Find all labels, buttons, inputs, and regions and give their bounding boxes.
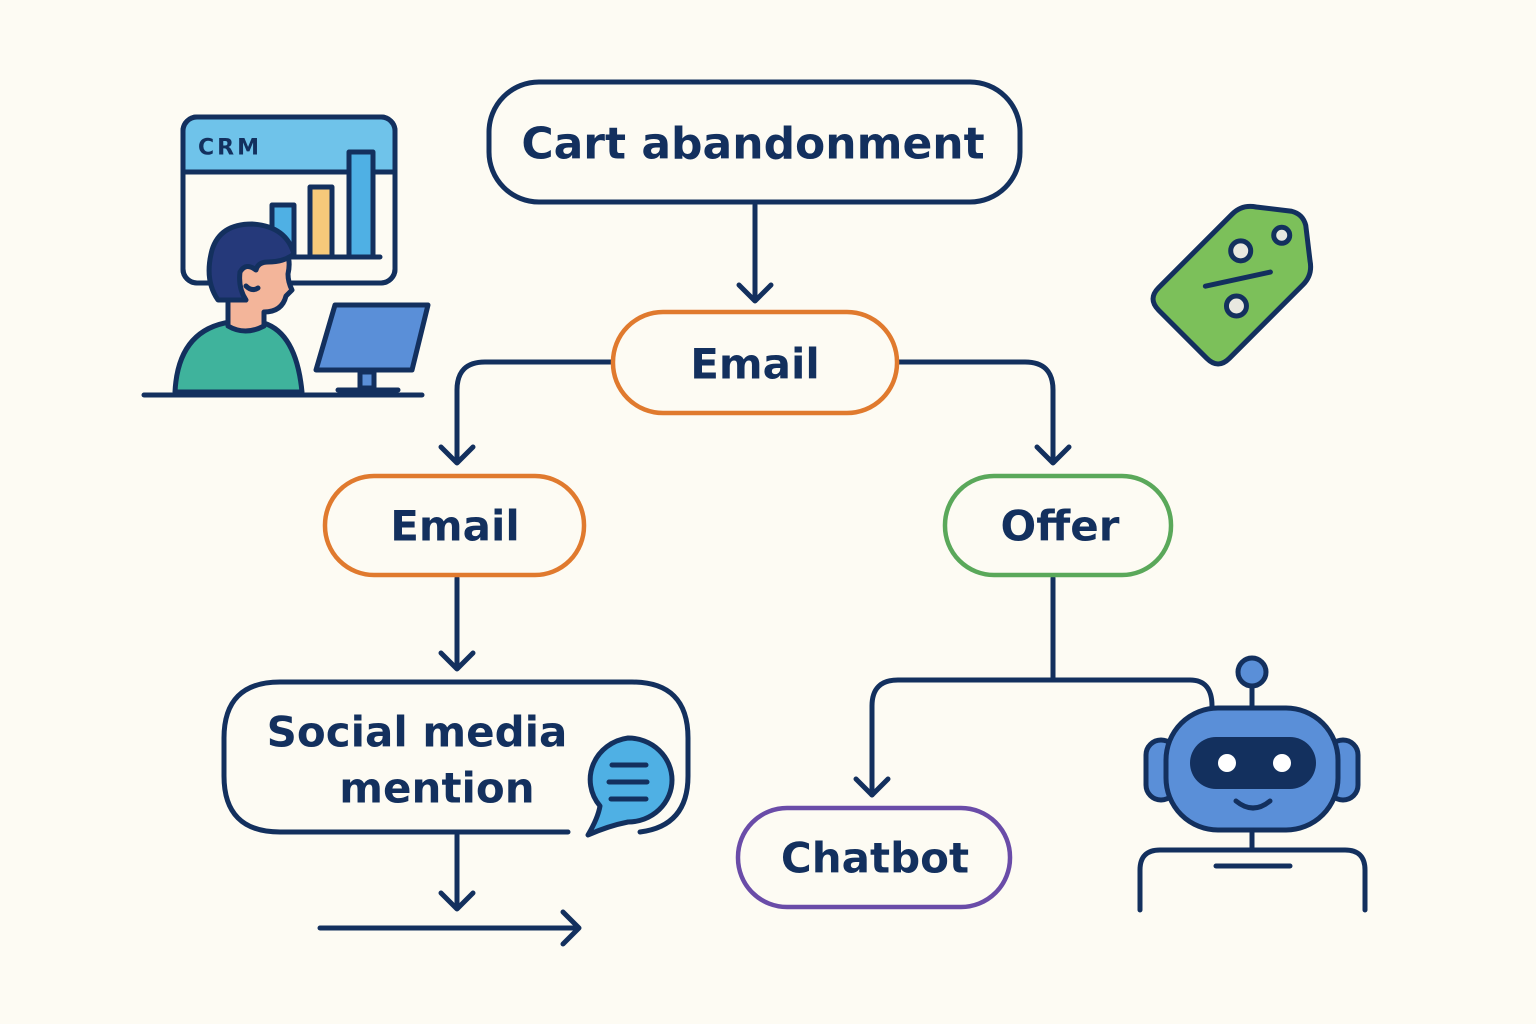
monitor [313,302,431,373]
robot-body [1137,847,1368,913]
edge-offer-to-chatbot [869,677,1056,798]
robot-icon [1137,655,1368,913]
arrowhead-icon [560,909,582,947]
node-email-top[interactable]: Email [610,309,900,416]
node-label: Chatbot [781,834,969,883]
node-label-line1: Social media [267,708,568,757]
robot-visor [1190,737,1316,789]
node-label: Email [390,502,520,551]
arrowhead-icon [1034,444,1072,466]
edge-email-to-offer [895,359,1056,465]
person-hair [206,221,297,303]
arrowhead-icon [853,776,891,798]
crm-illustration: CRM [141,114,431,398]
arrowhead-icon [438,444,476,466]
node-label: Offer [1001,502,1120,551]
node-label: Cart abandonment [521,119,984,170]
edge-offer-to-robot [1050,677,1215,709]
node-label: Email [690,340,820,389]
node-label-line2: mention [339,764,534,813]
node-cart-abandonment[interactable]: Cart abandonment [486,79,1023,205]
node-email-left[interactable]: Email [322,473,587,578]
crm-label: CRM [198,136,262,161]
percent-tag-icon [1150,203,1314,367]
node-chatbot[interactable]: Chatbot [735,805,1013,910]
connectors [317,202,1215,947]
crm-header-bar [185,119,393,172]
arrowhead-icon [438,650,476,672]
arrowhead-icon [438,890,476,912]
edge-email-to-email-left [454,359,615,465]
robot-antenna [1235,655,1269,689]
chat-bubble-icon [585,735,675,838]
arrowhead-icon [736,282,774,304]
node-social-media-mention[interactable]: Social media mention [221,679,691,835]
chart-bar [307,184,335,260]
node-offer[interactable]: Offer [942,473,1174,578]
chart-bar [346,149,376,260]
